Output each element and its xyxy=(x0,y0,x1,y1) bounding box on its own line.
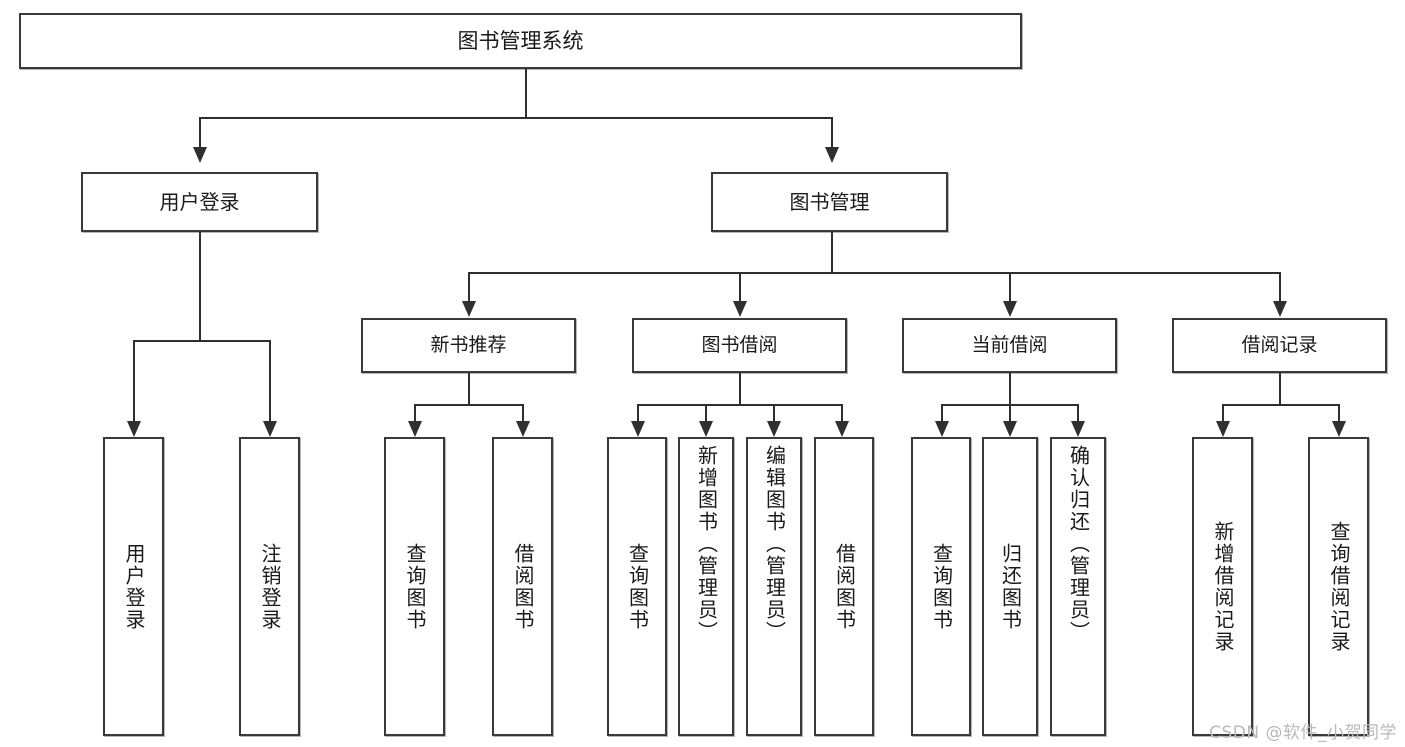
node-label: 查询借阅记录 xyxy=(1327,520,1351,653)
node-label: 用户登录 xyxy=(122,542,146,631)
connector-root-bus xyxy=(199,117,833,119)
leaf-user-login-login: 用户登录 xyxy=(103,437,164,736)
node-borrow-record: 借阅记录 xyxy=(1172,318,1387,373)
arrowhead-borrow-record-leaf-1 xyxy=(1216,421,1230,437)
node-label: 图书管理 xyxy=(789,189,870,214)
connector-borrow-record-to-leaf-1 xyxy=(1222,404,1224,421)
leaf-new-book-borrow: 借阅图书 xyxy=(492,437,553,736)
connector-book-borrow-to-leaf-1 xyxy=(637,404,639,421)
connector-book-borrow-to-leaf-4 xyxy=(841,404,843,421)
arrowhead-user-login-leaf-1 xyxy=(127,421,141,437)
connector-current-borrow-to-leaf-3 xyxy=(1077,404,1079,421)
connector-book-borrow-to-leaf-3 xyxy=(773,404,775,421)
node-label: 新书推荐 xyxy=(430,333,507,356)
arrowhead-new-book-leaf-2 xyxy=(516,421,530,437)
connector-new-book-to-leaf-1 xyxy=(414,404,416,421)
node-label: 注销登录 xyxy=(258,542,282,631)
node-user-login: 用户登录 xyxy=(81,172,318,232)
node-book-borrow: 图书借阅 xyxy=(632,318,847,373)
arrowhead-book-borrow-leaf-2 xyxy=(699,421,713,437)
leaf-borrow-record-add: 新增借阅记录 xyxy=(1192,437,1253,736)
leaf-new-book-query: 查询图书 xyxy=(384,437,445,736)
node-label: 图书管理系统 xyxy=(457,28,584,53)
node-label: 编辑图书（管理员） xyxy=(762,445,787,643)
connector-borrow-record-stem xyxy=(1279,373,1281,404)
node-root-system: 图书管理系统 xyxy=(19,13,1022,69)
leaf-current-borrow-confirm-return: 确认归还（管理员） xyxy=(1050,437,1106,736)
node-label: 当前借阅 xyxy=(971,333,1048,356)
connector-book-manage-to-level2-2 xyxy=(739,272,741,301)
connector-book-borrow-to-leaf-2 xyxy=(705,404,707,421)
node-label: 确认归还（管理员） xyxy=(1066,445,1091,643)
leaf-current-borrow-query: 查询图书 xyxy=(911,437,971,736)
connector-user-login-bus xyxy=(133,340,269,342)
arrowhead-book-manage-level2-4 xyxy=(1273,301,1287,317)
connector-new-book-to-leaf-2 xyxy=(522,404,524,421)
connector-book-borrow-bus xyxy=(637,404,843,406)
arrowhead-current-borrow-leaf-2 xyxy=(1003,421,1017,437)
connector-current-borrow-to-leaf-1 xyxy=(941,404,943,421)
leaf-book-borrow-query: 查询图书 xyxy=(607,437,667,736)
node-label: 借阅图书 xyxy=(511,542,535,631)
arrowhead-root-to-user-login xyxy=(193,147,207,163)
arrowhead-borrow-record-leaf-2 xyxy=(1332,421,1346,437)
arrowhead-book-manage-level2-2 xyxy=(733,301,747,317)
arrowhead-book-manage-level2-3 xyxy=(1003,301,1017,317)
node-label: 新增借阅记录 xyxy=(1211,520,1235,653)
leaf-book-borrow-borrow: 借阅图书 xyxy=(814,437,874,736)
leaf-book-borrow-edit: 编辑图书（管理员） xyxy=(746,437,802,736)
arrowhead-book-borrow-leaf-4 xyxy=(835,421,849,437)
node-label: 借阅记录 xyxy=(1241,333,1318,356)
node-label: 借阅图书 xyxy=(832,542,857,631)
connector-current-borrow-to-leaf-2 xyxy=(1009,404,1011,421)
arrowhead-root-to-book-manage xyxy=(825,147,839,163)
arrowhead-book-manage-level2-1 xyxy=(462,301,476,317)
arrowhead-book-borrow-leaf-3 xyxy=(767,421,781,437)
node-label: 查询图书 xyxy=(403,542,427,631)
arrowhead-current-borrow-leaf-3 xyxy=(1071,421,1085,437)
arrowhead-new-book-leaf-1 xyxy=(408,421,422,437)
connector-book-manage-to-level2-1 xyxy=(468,272,470,301)
leaf-current-borrow-return: 归还图书 xyxy=(982,437,1038,736)
connector-book-borrow-stem xyxy=(739,373,741,404)
node-current-borrow: 当前借阅 xyxy=(902,318,1117,373)
connector-borrow-record-to-leaf-2 xyxy=(1338,404,1340,421)
node-label: 用户登录 xyxy=(159,189,240,214)
leaf-borrow-record-query: 查询借阅记录 xyxy=(1308,437,1369,736)
connector-user-login-to-leaf-1 xyxy=(133,340,135,421)
connector-root-to-user-login xyxy=(199,117,201,147)
node-label: 图书借阅 xyxy=(701,333,778,356)
connector-book-manage-to-level2-3 xyxy=(1009,272,1011,301)
node-label: 查询图书 xyxy=(929,542,954,631)
leaf-user-login-logout: 注销登录 xyxy=(239,437,300,736)
node-label: 查询图书 xyxy=(625,542,650,631)
connector-user-login-stem xyxy=(199,232,201,340)
connector-new-book-stem xyxy=(468,373,470,404)
connector-book-manage-to-level2-4 xyxy=(1279,272,1281,301)
arrowhead-user-login-leaf-2 xyxy=(263,421,277,437)
node-new-book-recommend: 新书推荐 xyxy=(361,318,576,373)
connector-root-to-book-manage xyxy=(831,117,833,147)
csdn-watermark: CSDN @软件_小贺同学 xyxy=(1209,723,1397,743)
arrowhead-book-borrow-leaf-1 xyxy=(631,421,645,437)
connector-root-stem xyxy=(525,69,527,117)
leaf-book-borrow-add: 新增图书（管理员） xyxy=(678,437,734,736)
connector-book-manage-stem xyxy=(831,232,833,272)
node-label: 归还图书 xyxy=(998,542,1023,631)
connector-new-book-bus xyxy=(414,404,524,406)
connector-user-login-to-leaf-2 xyxy=(269,340,271,421)
connector-borrow-record-bus xyxy=(1222,404,1338,406)
node-label: 新增图书（管理员） xyxy=(694,445,719,643)
node-book-manage: 图书管理 xyxy=(711,172,948,232)
connector-current-borrow-stem xyxy=(1009,373,1011,404)
arrowhead-current-borrow-leaf-1 xyxy=(935,421,949,437)
connector-book-manage-bus xyxy=(468,272,1280,274)
